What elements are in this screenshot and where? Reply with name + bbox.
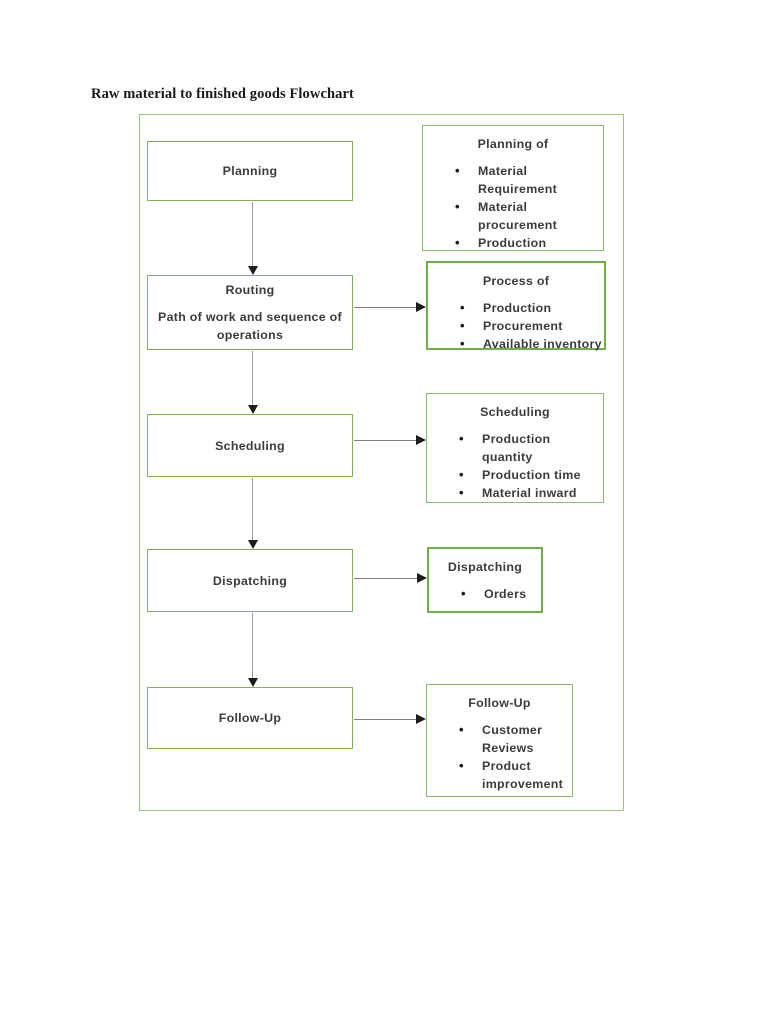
arrow-scheduling-to-detail-line [354, 440, 416, 441]
bullet-item: Material inward [459, 484, 587, 502]
bullet-item: Production [455, 234, 593, 252]
detail-box-planning-of: Planning of Material Requirement Materia… [422, 125, 604, 252]
arrow-dispatching-to-detail-line [354, 578, 417, 579]
stage-label: Planning [222, 164, 278, 178]
arrow-right-icon [416, 435, 426, 445]
stage-label: Routing [225, 283, 275, 297]
detail-box-scheduling: Scheduling Production quantity Productio… [426, 393, 604, 503]
bullet-item: Procurement [460, 317, 604, 335]
bullet-list: Orders [461, 585, 541, 603]
arrow-routing-to-process-line [354, 307, 416, 308]
bullet-list: Production quantity Production time Mate… [459, 430, 587, 502]
detail-heading: Scheduling [480, 405, 550, 419]
detail-box-followup: Follow-Up Customer Reviews Product impro… [426, 684, 573, 797]
page-title: Raw material to finished goods Flowchart [91, 86, 354, 102]
arrow-right-icon [416, 714, 426, 724]
bullet-item: Customer Reviews [459, 721, 566, 757]
bullet-item: Material Requirement [455, 162, 593, 198]
stage-box-planning: Planning [147, 141, 353, 201]
detail-box-process-of: Process of Production Procurement Availa… [426, 261, 606, 353]
arrow-down-icon [248, 540, 258, 549]
bullet-list: Material Requirement Material procuremen… [455, 162, 593, 252]
arrow-dispatching-to-followup-line [252, 613, 253, 678]
arrow-scheduling-to-dispatching-line [252, 478, 253, 540]
arrow-down-icon [248, 678, 258, 687]
bullet-item: Available inventory [460, 335, 604, 353]
arrow-down-icon [248, 266, 258, 275]
arrow-right-icon [416, 302, 426, 312]
detail-heading: Process of [482, 274, 550, 288]
stage-label: Dispatching [212, 573, 288, 588]
detail-heading: Planning of [477, 137, 549, 151]
arrow-planning-to-routing-line [252, 202, 253, 266]
bullet-item: Production [460, 299, 604, 317]
bullet-list: Customer Reviews Product improvement [459, 721, 566, 793]
stage-box-scheduling: Scheduling [147, 414, 353, 477]
arrow-followup-to-detail-line [354, 719, 416, 720]
bullet-item: Material procurement [455, 198, 593, 234]
detail-heading: Dispatching [447, 560, 523, 574]
arrow-routing-to-scheduling-line [252, 351, 253, 405]
stage-box-routing: Routing Path of work and sequence of ope… [147, 275, 353, 350]
bullet-list: Production Procurement Available invento… [460, 299, 604, 353]
stage-box-followup: Follow-Up [147, 687, 353, 749]
bullet-item: Orders [461, 585, 541, 603]
arrow-down-icon [248, 405, 258, 414]
stage-label: Follow-Up [218, 711, 282, 725]
bullet-item: Production time [459, 466, 587, 484]
stage-label: Scheduling [215, 438, 285, 453]
bullet-item: Product improvement [459, 757, 566, 793]
detail-heading: Follow-Up [468, 696, 531, 710]
bullet-item: Production quantity [459, 430, 587, 466]
stage-box-dispatching: Dispatching [147, 549, 353, 612]
arrow-right-icon [417, 573, 427, 583]
stage-sublabel: Path of work and sequence of operations [158, 310, 342, 342]
detail-box-dispatching: Dispatching Orders [427, 547, 543, 613]
